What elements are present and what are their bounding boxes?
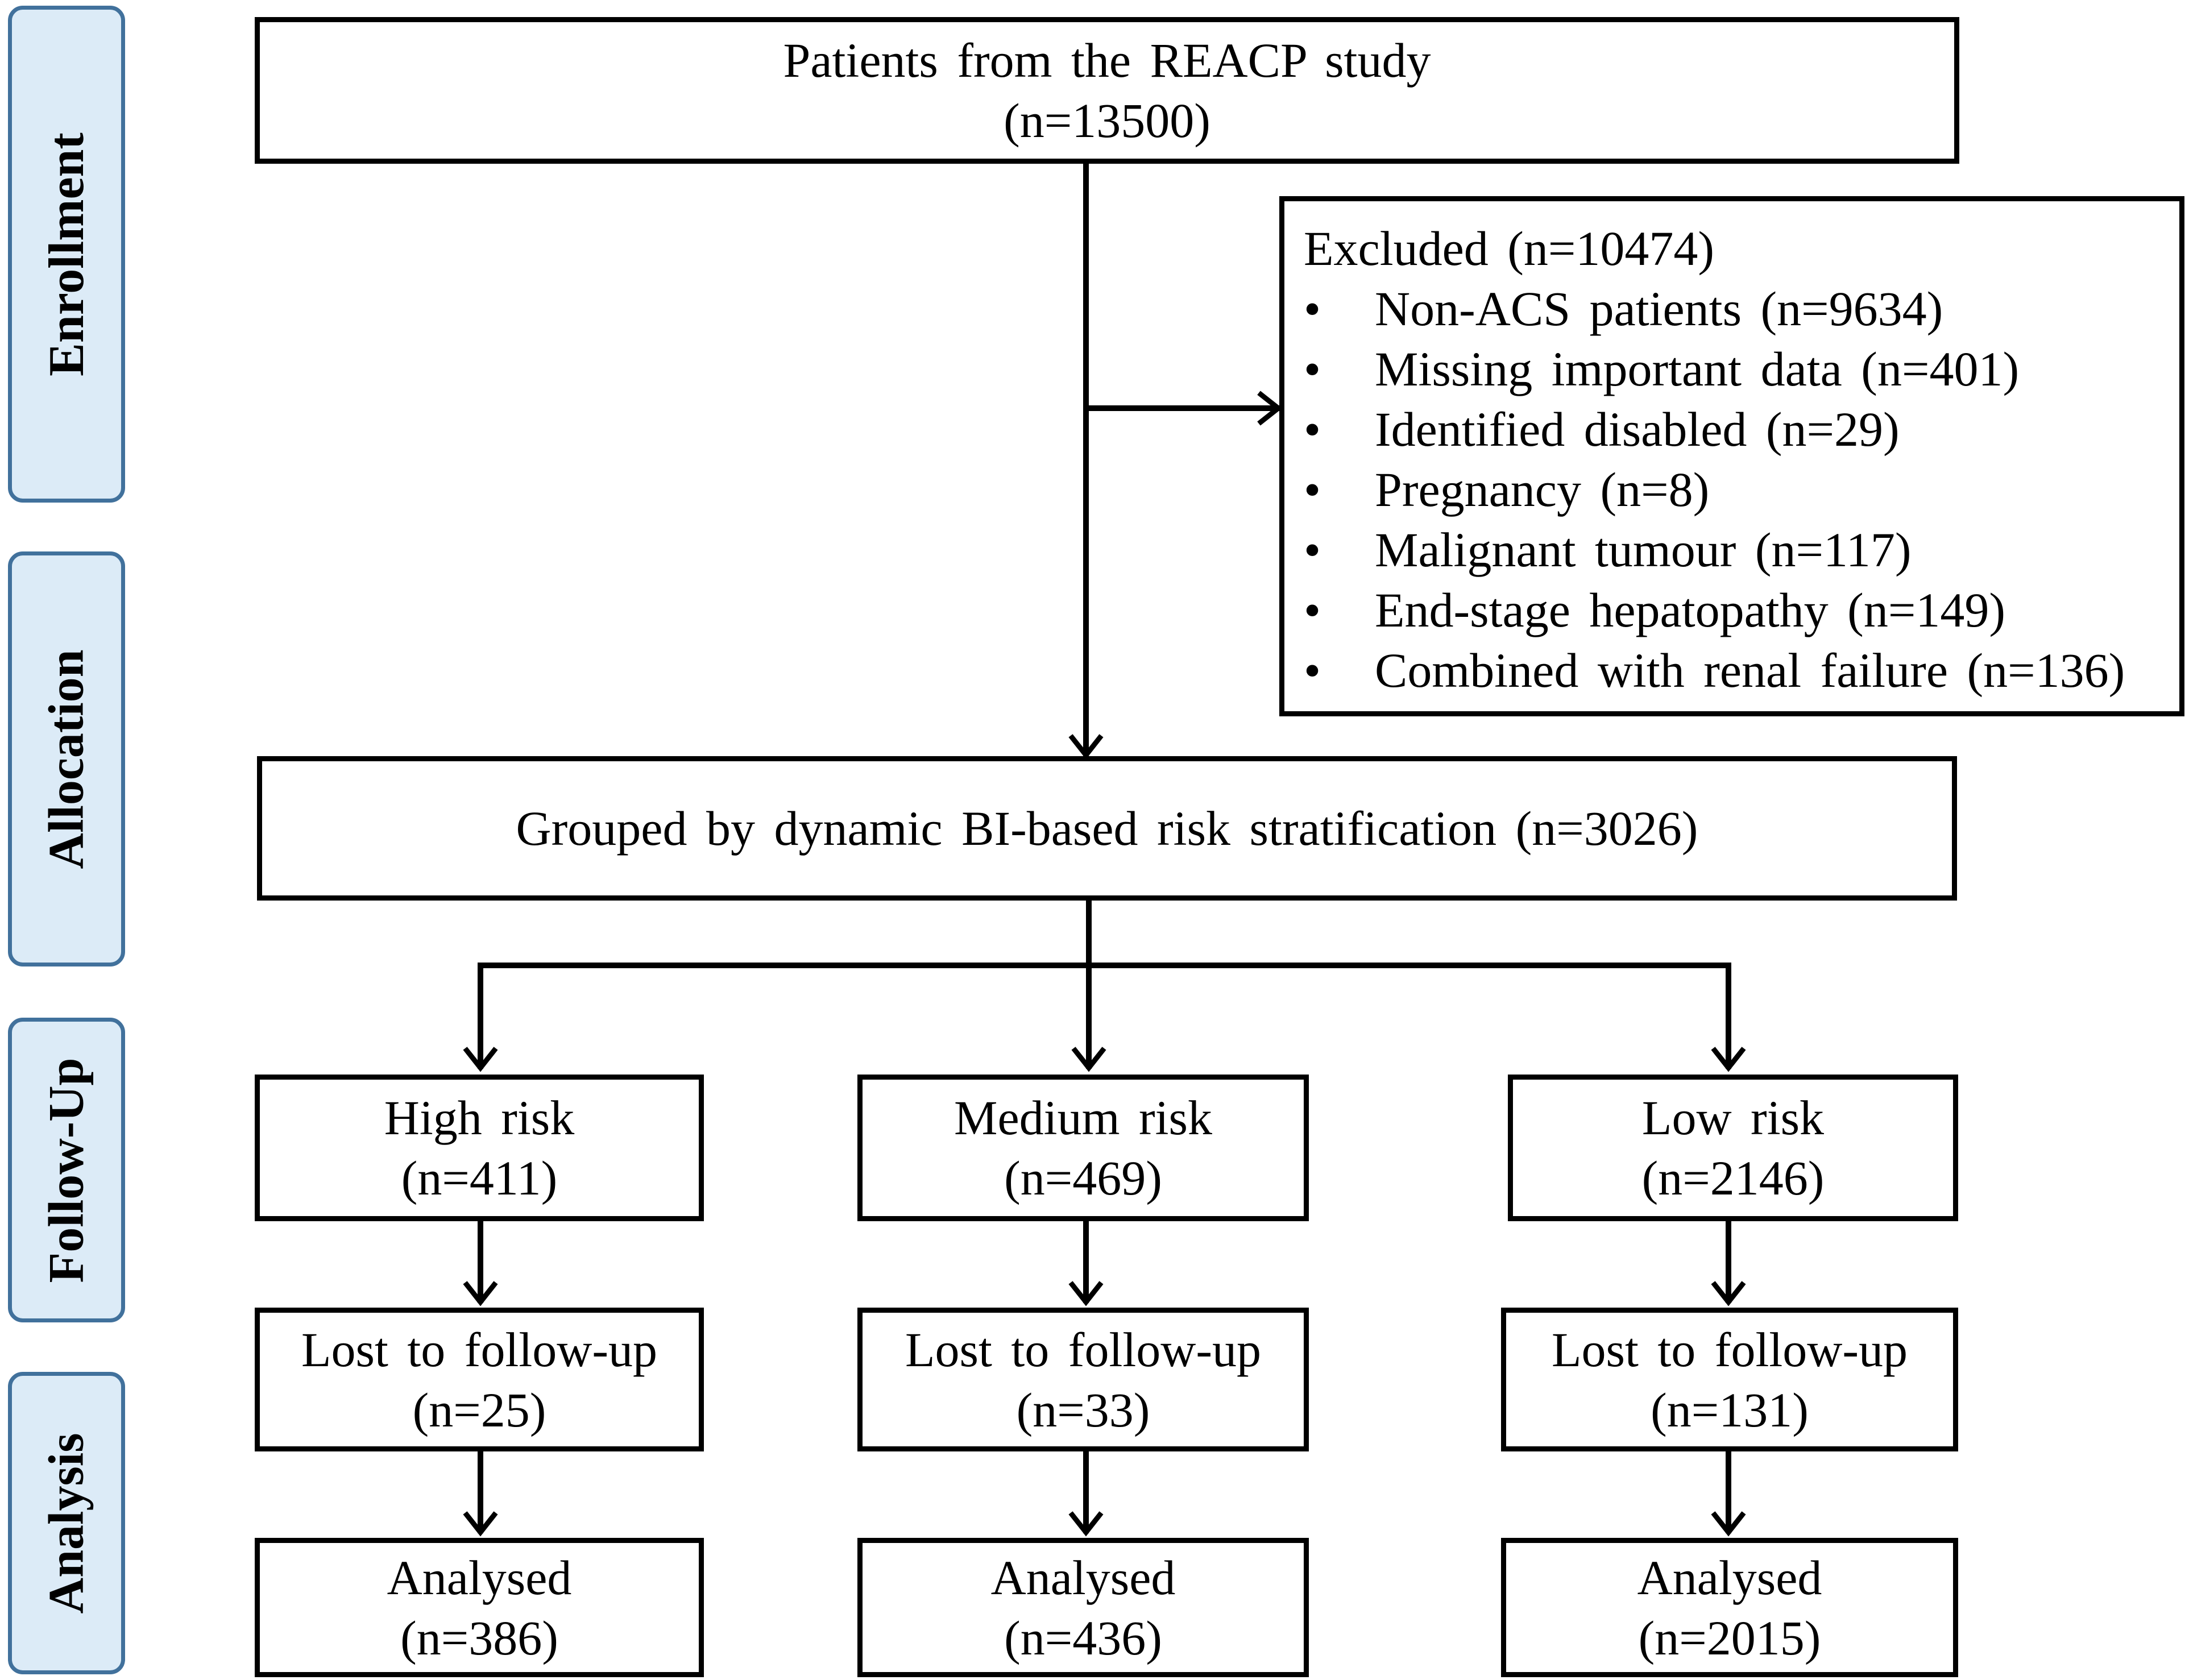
- low-lost-box: Lost to follow-up (n=131): [1501, 1308, 1958, 1451]
- excluded-title: Excluded (n=10474): [1304, 221, 1715, 276]
- excluded-item: • Malignant tumour (n=117): [1304, 520, 2162, 580]
- high-risk-box: High risk (n=411): [255, 1075, 704, 1221]
- low-analysed-label: Analysed: [1637, 1550, 1822, 1605]
- medium-lost-box: Lost to follow-up (n=33): [857, 1308, 1309, 1451]
- high-lost-count: (n=25): [412, 1382, 546, 1437]
- excluded-item-label: Non-ACS patients (n=9634): [1375, 281, 1943, 336]
- low-analysed-count: (n=2015): [1638, 1610, 1821, 1665]
- low-lost-count: (n=131): [1651, 1382, 1809, 1437]
- medium-analysed-box: Analysed (n=436): [857, 1538, 1309, 1677]
- stage-enrollment-label: Enrollment: [39, 132, 94, 376]
- medium-lost-label: Lost to follow-up: [905, 1322, 1261, 1377]
- excluded-item: • End-stage hepatopathy (n=149): [1304, 580, 2162, 640]
- high-risk-label: High risk: [384, 1090, 575, 1145]
- stage-follow-up-label: Follow-Up: [39, 1057, 94, 1283]
- bullet: •: [1304, 342, 1321, 396]
- high-lost-label: Lost to follow-up: [301, 1322, 657, 1377]
- bullet: •: [1304, 402, 1321, 457]
- grouped-box: Grouped by dynamic BI-based risk stratif…: [257, 756, 1957, 901]
- medium-risk-count: (n=469): [1004, 1151, 1162, 1205]
- bullet: •: [1304, 522, 1321, 577]
- low-lost-label: Lost to follow-up: [1552, 1322, 1908, 1377]
- excluded-list: • Non-ACS patients (n=9634) • Missing impo…: [1304, 279, 2162, 700]
- low-analysed-box: Analysed (n=2015): [1501, 1538, 1958, 1677]
- bullet: •: [1304, 583, 1321, 637]
- stage-follow-up: Follow-Up: [8, 1018, 125, 1322]
- line-branch-bar: [478, 963, 1731, 1069]
- excluded-item: • Combined with renal failure (n=136): [1304, 640, 2162, 700]
- high-lost-box: Lost to follow-up (n=25): [255, 1308, 704, 1451]
- excluded-item-label: Combined with renal failure (n=136): [1375, 643, 2125, 698]
- excluded-item: • Pregnancy (n=8): [1304, 459, 2162, 520]
- medium-risk-label: Medium risk: [954, 1090, 1212, 1145]
- low-risk-label: Low risk: [1641, 1090, 1825, 1145]
- excluded-item-label: End-stage hepatopathy (n=149): [1375, 583, 2005, 637]
- excluded-item-label: Malignant tumour (n=117): [1375, 522, 1912, 577]
- medium-lost-count: (n=33): [1016, 1382, 1150, 1437]
- medium-analysed-count: (n=436): [1004, 1610, 1162, 1665]
- high-analysed-box: Analysed (n=386): [255, 1538, 704, 1677]
- stage-enrollment: Enrollment: [8, 6, 125, 503]
- medium-risk-box: Medium risk (n=469): [857, 1075, 1309, 1221]
- excluded-item-label: Identified disabled (n=29): [1375, 402, 1900, 457]
- high-analysed-label: Analysed: [387, 1550, 572, 1605]
- bullet: •: [1304, 462, 1321, 517]
- low-risk-box: Low risk (n=2146): [1508, 1075, 1958, 1221]
- excluded-item: • Non-ACS patients (n=9634): [1304, 279, 2162, 339]
- stage-analysis: Analysis: [8, 1372, 125, 1674]
- source-title: Patients from the REACP study: [783, 33, 1431, 88]
- high-analysed-count: (n=386): [400, 1610, 558, 1665]
- excluded-box: Excluded (n=10474) • Non-ACS patients (n=…: [1279, 196, 2184, 716]
- excluded-item: • Missing important data (n=401): [1304, 339, 2162, 399]
- bullet: •: [1304, 281, 1321, 336]
- excluded-item-label: Pregnancy (n=8): [1375, 462, 1710, 517]
- high-risk-count: (n=411): [401, 1151, 558, 1205]
- excluded-item: • Identified disabled (n=29): [1304, 399, 2162, 459]
- medium-analysed-label: Analysed: [990, 1550, 1176, 1605]
- bullet: •: [1304, 643, 1321, 698]
- excluded-item-label: Missing important data (n=401): [1375, 342, 2020, 396]
- stage-allocation: Allocation: [8, 551, 125, 966]
- stage-analysis-label: Analysis: [39, 1433, 94, 1613]
- source-box: Patients from the REACP study (n=13500): [255, 17, 1959, 164]
- stage-allocation-label: Allocation: [39, 649, 94, 869]
- source-count: (n=13500): [1004, 93, 1210, 148]
- grouped-title: Grouped by dynamic BI-based risk stratif…: [516, 801, 1698, 856]
- low-risk-count: (n=2146): [1641, 1151, 1825, 1205]
